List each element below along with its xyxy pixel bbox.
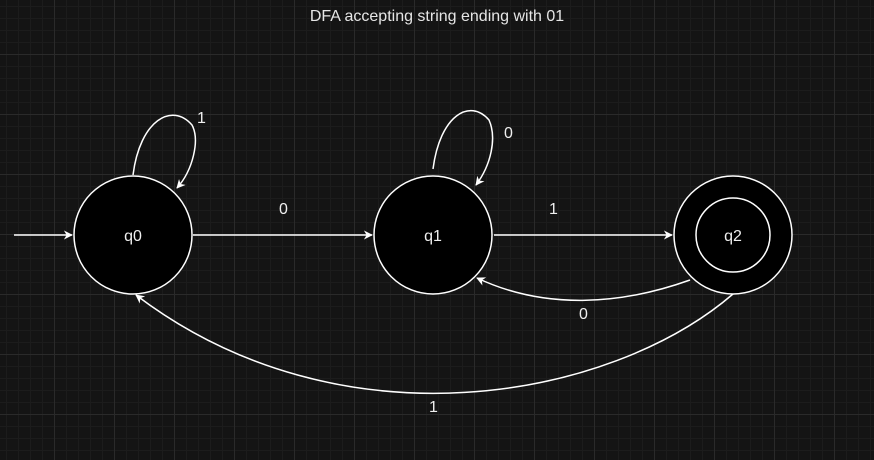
state-q0-circle	[73, 175, 193, 295]
transition-label-q1-q1: 0	[504, 125, 513, 142]
state-q2[interactable]: q2	[673, 175, 793, 295]
state-q1-label: q1	[424, 228, 442, 245]
transition-label-q2-q0: 1	[429, 399, 438, 416]
transition-q2-q1	[476, 277, 691, 302]
state-q0[interactable]: q0	[73, 175, 193, 295]
transition-label-q2-q1: 0	[579, 306, 588, 323]
state-q2-inner-circle	[695, 197, 771, 273]
state-q1[interactable]: q1	[373, 175, 493, 295]
transition-label-q0-q0: 1	[197, 110, 206, 127]
transition-q1-q1	[432, 109, 494, 186]
state-q2-label: q2	[724, 228, 742, 245]
state-q0-label: q0	[124, 228, 142, 245]
transition-label-q1-q2: 1	[549, 201, 558, 218]
state-q1-circle	[373, 175, 493, 295]
transition-label-q0-q1: 0	[279, 201, 288, 218]
transition-q0-q0	[132, 114, 196, 189]
transition-q2-q0	[135, 293, 734, 395]
diagram-title: DFA accepting string ending with 01	[309, 8, 565, 25]
